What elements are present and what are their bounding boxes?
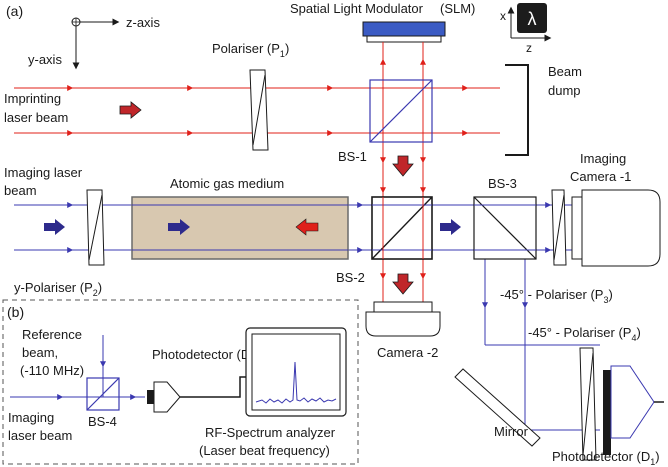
bs-2: BS-2 — [336, 196, 433, 285]
imaging-arrow-icon — [44, 219, 65, 235]
photodetector-d1: Photodetector (D1) — [552, 365, 664, 467]
imprinting-label-2: laser beam — [4, 110, 68, 125]
photodetector-d2-label: Photodetector (D2) — [152, 347, 260, 365]
reference-beam-label-2: beam, — [22, 345, 58, 360]
photodetector-d1-label: Photodetector (D1) — [552, 449, 660, 467]
camera-down-arrow-icon — [392, 273, 414, 295]
slm-axis-z: z — [526, 41, 532, 55]
bs-3-label: BS-3 — [488, 176, 517, 191]
imaging-beam-b-label-2: laser beam — [8, 428, 72, 443]
panel-b-frame — [2, 299, 359, 465]
gas-blue-arrow-icon — [168, 219, 190, 235]
polariser-p4-label: -45° - Polariser (P4) — [528, 325, 641, 343]
polariser-p1-label: Polariser (P1) — [212, 41, 289, 59]
rf-spectrum-analyzer: RF-Spectrum analyzer (Laser beat frequen… — [199, 327, 347, 458]
camera-1-label-2: Camera -1 — [570, 169, 631, 184]
y-polariser-label: y-Polariser (P2) — [14, 280, 102, 298]
beam-dump-label-1: Beam — [548, 64, 582, 79]
bs3-blue-arrow-icon — [440, 219, 461, 235]
photodetector-d2: Photodetector (D2) — [147, 347, 260, 413]
bs-1: BS-1 — [338, 79, 433, 164]
polariser-p4: -45° - Polariser (P4) — [528, 325, 641, 461]
y-axis-label: y-axis — [28, 52, 62, 67]
camera-1: Imaging Camera -1 — [570, 151, 661, 267]
rf-analyzer-label-2: (Laser beat frequency) — [199, 443, 330, 458]
gas-medium: Atomic gas medium — [131, 176, 349, 260]
imprinting-label-1: Imprinting — [4, 91, 61, 106]
reference-beam-label-1: Reference — [22, 327, 82, 342]
bs-4-label: BS-4 — [88, 414, 117, 429]
panel-a-label: (a) — [6, 3, 23, 19]
polariser-p3-label: -45° - Polariser (P3) — [500, 287, 613, 305]
axis-indicator: z-axis y-axis — [28, 15, 160, 70]
imaging-beam-b-label-1: Imaging — [8, 410, 54, 425]
z-axis-label: z-axis — [126, 15, 160, 30]
imprinting-arrow-icon — [119, 101, 142, 119]
bs-3: BS-3 — [473, 176, 537, 260]
slm: Spatial Light Modulator (SLM) λ x z — [290, 1, 552, 55]
gas-red-arrow-icon — [295, 218, 319, 236]
lambda-icon: λ — [528, 9, 537, 29]
bs-1-label: BS-1 — [338, 149, 367, 164]
rf-analyzer-label-1: RF-Spectrum analyzer — [205, 425, 336, 440]
slm-title: Spatial Light Modulator — [290, 1, 424, 16]
bs-2-label: BS-2 — [336, 270, 365, 285]
reference-beam-label-3: (-110 MHz) — [20, 363, 84, 378]
camera-2-label: Camera -2 — [377, 345, 438, 360]
vertical-red-beams — [380, 42, 426, 318]
beam-dump-label-2: dump — [548, 83, 581, 98]
camera-2: Camera -2 — [365, 301, 441, 360]
imaging-beam-label-1: Imaging laser — [4, 165, 83, 180]
camera-1-label-1: Imaging — [580, 151, 626, 166]
panel-b-label: (b) — [7, 304, 24, 320]
gas-medium-label: Atomic gas medium — [170, 176, 284, 191]
imaging-beam-label-2: beam — [4, 183, 37, 198]
slm-axis-x: x — [500, 9, 506, 23]
polariser-p1: Polariser (P1) — [212, 41, 289, 151]
beam-dump: Beam dump — [505, 64, 582, 156]
polariser-p3: -45° - Polariser (P3) — [500, 189, 613, 305]
mirror: Mirror — [454, 368, 541, 447]
bs-4: BS-4 — [86, 377, 120, 429]
y-polariser-p2: y-Polariser (P2) — [14, 189, 105, 298]
spectrum-trace — [255, 361, 337, 404]
slm-abbr: (SLM) — [440, 1, 475, 16]
mirror-label: Mirror — [494, 424, 529, 439]
red-down-arrow-icon — [392, 155, 414, 177]
